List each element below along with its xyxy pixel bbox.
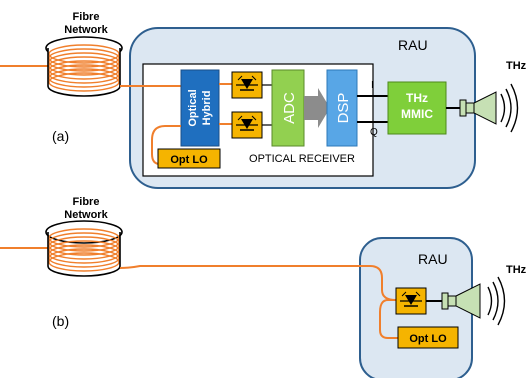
optical-receiver-label: OPTICAL RECEIVER (249, 153, 355, 165)
photodiode-icon (395, 287, 427, 315)
fibre-network-label-line1: Fibre (73, 196, 100, 208)
dsp-block (326, 69, 358, 147)
radiation-waves-icon (500, 83, 519, 133)
fibre-to-rau (119, 265, 397, 301)
optical-hybrid-label-line1: Optical (187, 89, 199, 126)
fibre-network-label-line2: Network (64, 209, 108, 221)
optical-hybrid-block (180, 69, 220, 147)
q-label: Q (370, 127, 378, 138)
adc-to-dsp-arrow-icon (304, 88, 330, 128)
horn-antenna-icon (459, 91, 497, 125)
dsp-label: DSP (335, 93, 352, 124)
rau-label: RAU (398, 37, 428, 53)
photodiode-icon (231, 111, 263, 139)
panel-a: RAU Fibre Network (0, 11, 527, 189)
thz-mmic-label-line1: THz (406, 91, 428, 105)
thz-label: THz (506, 60, 527, 72)
fibre-network-label-line1: Fibre (73, 11, 100, 23)
opt-lo-block (157, 148, 221, 169)
panel-a-tag: (a) (52, 128, 69, 144)
panel-b: RAU Fibre Network (0, 196, 527, 378)
opt-lo-label: Opt LO (409, 333, 447, 345)
photodiode-icon (231, 71, 263, 99)
thz-mmic-label-line2: MMIC (401, 107, 433, 121)
rau-label: RAU (418, 251, 448, 267)
fibre-network-label-line2: Network (64, 24, 108, 36)
opt-lo-block (397, 326, 459, 349)
adc-block (271, 69, 305, 147)
optical-hybrid-label-line2: Hybrid (201, 91, 213, 126)
fibre-coil (45, 36, 123, 97)
lo-fibre-loop (379, 299, 398, 339)
fibre-coil (45, 220, 123, 277)
lo-fibre-loop (151, 125, 181, 165)
radiation-waves-icon (487, 276, 506, 326)
horn-antenna-icon (441, 283, 481, 319)
opt-lo-label: Opt LO (170, 154, 208, 166)
thz-label: THz (506, 264, 527, 276)
i-label: I (371, 80, 374, 91)
panel-b-tag: (b) (52, 313, 69, 329)
adc-label: ADC (281, 92, 298, 124)
